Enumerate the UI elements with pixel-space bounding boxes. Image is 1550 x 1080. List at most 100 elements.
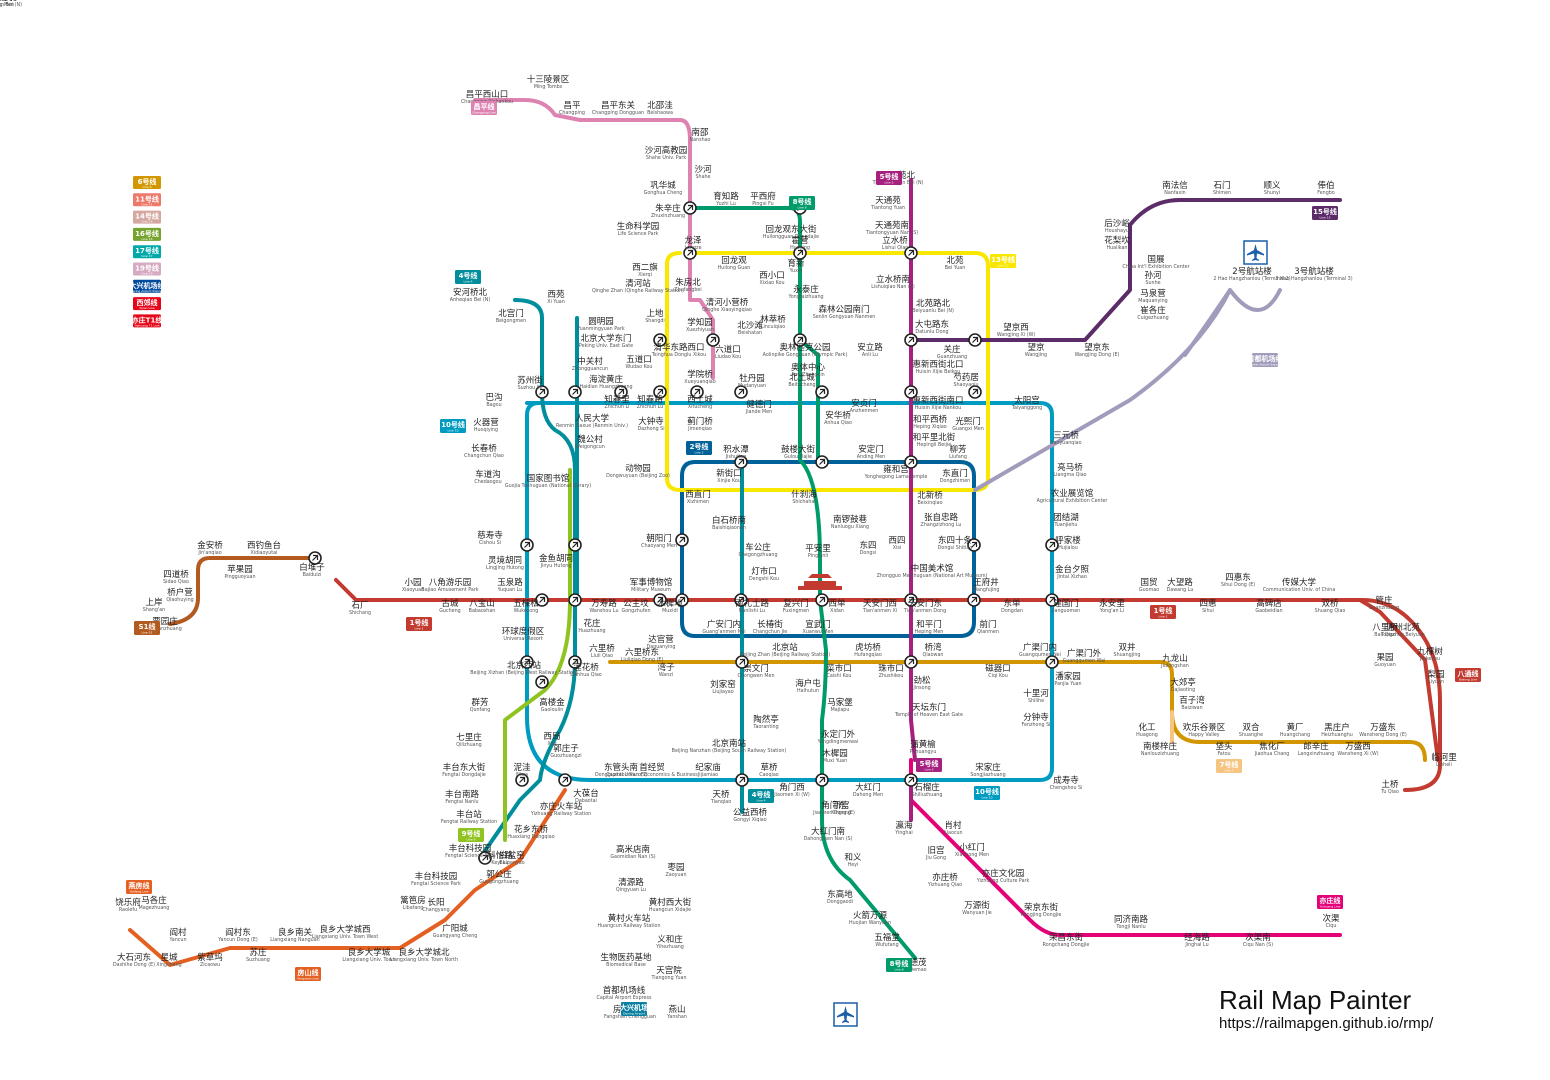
- station-label[interactable]: 郎辛庄Langxinzhuang: [1298, 741, 1335, 757]
- station-label[interactable]: 湾子Wanzi: [657, 662, 675, 678]
- station-label[interactable]: 东单Dongdan: [1001, 598, 1023, 614]
- station-label[interactable]: 双井Shuangjing: [1114, 642, 1141, 658]
- station-label[interactable]: 西钓鱼台Xidiaoyutai: [247, 540, 281, 556]
- station-label[interactable]: 太阳宫Taiyanggong: [1011, 395, 1042, 411]
- station-label[interactable]: 五道口Wudao Kou: [626, 354, 653, 370]
- station-label[interactable]: 巩华城Gonghua Cheng: [644, 180, 683, 196]
- station-label[interactable]: 角门西Jiaomen Xi (W): [773, 782, 810, 798]
- station-label[interactable]: 安河桥北Anheqiao Bei (N): [450, 287, 491, 303]
- station-label[interactable]: 菜市口Caishi Kou: [826, 663, 852, 679]
- station-label[interactable]: 亮马桥Liangma Qiao: [1053, 462, 1086, 478]
- station-label[interactable]: 北土城Beitucheng: [788, 372, 815, 388]
- station-label[interactable]: 九龙山Jiulongshan: [1160, 653, 1189, 669]
- station-label[interactable]: 王府井Wangfujing: [973, 577, 1000, 593]
- station-label[interactable]: 欢乐谷景区Happy Valley: [1183, 722, 1226, 738]
- station-label[interactable]: 东管头南Dongguantou Nan (S): [595, 762, 647, 778]
- station-label[interactable]: 金鱼胡同Jinyu Hutong: [539, 553, 573, 569]
- station-label[interactable]: 孙河Sunhe: [1144, 270, 1162, 286]
- station-label[interactable]: 北苑路北Beiyuanlu Bei (N): [912, 298, 954, 314]
- station-label[interactable]: 北邵洼Beishaowa: [647, 100, 673, 116]
- station-label[interactable]: 中关村Zhongguancun: [572, 356, 608, 372]
- station-label[interactable]: 临河里Linheli: [1431, 752, 1457, 768]
- station-label[interactable]: 亦庄文化园Yizhuang Culture Park: [976, 868, 1030, 884]
- station-label[interactable]: 高米店南Gaomidian Nan (S): [610, 844, 655, 860]
- station-label[interactable]: 篱笆房Libafang: [400, 895, 426, 911]
- station-label[interactable]: 蓟门桥Jimenqiao: [687, 416, 713, 432]
- station-label[interactable]: 北京站Beijing Zhan (Beijing Railway Station…: [740, 642, 831, 658]
- station-label[interactable]: 黄村火车站Huangcun Railway Station: [597, 913, 660, 929]
- station-label[interactable]: 东四Dongsi: [859, 540, 876, 556]
- station-label[interactable]: 西苑Xi Yuan: [547, 289, 565, 305]
- station-label[interactable]: 荣京东街Rongjing Dongjie: [1021, 902, 1062, 918]
- station-label[interactable]: 花庄Huazhuang: [578, 618, 605, 634]
- station-label[interactable]: 国贸Guomao: [1139, 577, 1159, 593]
- station-label[interactable]: 金台夕照Jintai Xizhao: [1055, 564, 1090, 580]
- station-label[interactable]: 永定门外Yongdingmenwai: [817, 729, 859, 745]
- station-label[interactable]: 黄厂Huangchang: [1280, 722, 1310, 738]
- station-label[interactable]: 天通苑南Tiantongyuan Nan (S): [865, 220, 918, 236]
- station-label[interactable]: 和平里北街Hepingli Beijie: [913, 432, 956, 448]
- station-label[interactable]: 复兴门Fuxingmen: [783, 598, 809, 614]
- station-label[interactable]: 白盆窑Baipenyao: [499, 850, 525, 866]
- station-label[interactable]: 大红门南Dahongmen Nan (S): [804, 826, 853, 842]
- station-label[interactable]: 通州北苑Tongzhou Beiyuan: [1380, 622, 1425, 638]
- station-label[interactable]: 九棵树Jiukeshu: [1417, 646, 1443, 662]
- station-label[interactable]: 金安桥Jin'anqiao: [197, 540, 223, 556]
- station-label[interactable]: 大葆台Dabaotai: [573, 788, 599, 804]
- station-label[interactable]: 同济南路Tongji Nanlu: [1114, 914, 1149, 930]
- station-label[interactable]: 回龙观Huilong Guan: [718, 255, 751, 271]
- station-label[interactable]: 安华桥Anhua Qiao: [824, 410, 852, 426]
- station-label[interactable]: 团结湖Tuanjiehu: [1053, 512, 1079, 528]
- station-label[interactable]: 大红门Dahong Men: [853, 782, 883, 798]
- station-label[interactable]: 双桥Shuang Qiao: [1315, 598, 1346, 614]
- station-label[interactable]: 人民大学Renmin Daxue (Renmin Univ.): [556, 413, 628, 429]
- station-label[interactable]: 公主坟Gongzhufen: [621, 598, 650, 614]
- station-label[interactable]: 天通苑Tiantong Yuan: [870, 195, 905, 211]
- station-label[interactable]: 国展China Int'l Exhibition Center: [1122, 255, 1189, 270]
- station-label[interactable]: 四道桥Sidao Qiao: [163, 569, 189, 585]
- station-label[interactable]: 奥体中心Aoti Zhongxin: [791, 362, 826, 378]
- station-label[interactable]: 张自忠路Zhangzizhong Lu: [921, 512, 962, 528]
- station-label[interactable]: 东四十条Dongsi Shitiao: [938, 535, 973, 551]
- station-label[interactable]: 龙泽Longze: [684, 235, 702, 251]
- station-label[interactable]: 白堆子Baiduizi: [299, 562, 325, 578]
- station-label[interactable]: 雍和宫Yonghegong Lama Temple: [864, 464, 928, 480]
- station-label[interactable]: 丰台科技园Fengtai Science Park: [411, 871, 461, 887]
- station-label[interactable]: 西直门Xizhimen: [685, 489, 711, 505]
- station-label[interactable]: 南邵Nanshao: [690, 127, 711, 143]
- station-label[interactable]: 天安门西Tian'anmen Xi: [862, 598, 897, 614]
- station-label[interactable]: 花乡东桥Huaxiang Dongqiao: [507, 824, 554, 840]
- station-label[interactable]: 劲松Jinsong: [912, 675, 931, 691]
- station-label[interactable]: 昌平Changping: [559, 101, 585, 116]
- station-label[interactable]: 宋家庄Songjiazhuang: [970, 762, 1005, 778]
- station-label[interactable]: 国家图书馆Guojia Tushuguan (National Library): [505, 473, 591, 489]
- station-label[interactable]: 高碑店Gaobeidian: [1255, 598, 1282, 614]
- station-label[interactable]: 望京Wangjing: [1025, 342, 1047, 358]
- station-label[interactable]: 广渠门内Guangqumen Nei: [1019, 642, 1061, 658]
- station-label[interactable]: 德茂Demao: [909, 957, 927, 973]
- station-label[interactable]: 栗园庄Liyuanzhuang: [148, 616, 182, 632]
- station-label[interactable]: 枣园Zaoyuan: [665, 862, 686, 878]
- station-label[interactable]: 鼓楼大街Gulou Dajie: [781, 444, 816, 460]
- station-label[interactable]: 建国门Jianguomen: [1051, 598, 1080, 614]
- station-label[interactable]: 土桥Tu Qiao: [1380, 779, 1399, 795]
- station-label[interactable]: 梨园Liyuan: [1427, 669, 1444, 685]
- station-label[interactable]: 崔各庄Cuigezhuang: [1137, 305, 1168, 321]
- station-label[interactable]: 四惠Sihui: [1199, 598, 1216, 614]
- station-label[interactable]: 永泰庄Yongtaizhuang: [787, 284, 823, 300]
- station-label[interactable]: 广渠门外Guangqumen Wai: [1063, 648, 1106, 664]
- station-label[interactable]: 六里桥东Liuliqiao Dong (E): [621, 647, 664, 663]
- station-label[interactable]: 大望路Dawang Lu: [1167, 577, 1194, 593]
- station-label[interactable]: 海淀黄庄Haidian Huangzhuang: [579, 374, 632, 390]
- station-label[interactable]: 大石河东Dashihe Dong (E): [113, 952, 155, 968]
- station-label[interactable]: 石榴庄Shiliuzhuang: [912, 782, 943, 798]
- station-label[interactable]: 平西府Pingxi Fu: [750, 191, 776, 207]
- station-label[interactable]: 健德门Jiande Men: [745, 399, 772, 415]
- station-label[interactable]: 森林公园南门Senlin Gongyuan Nanmen: [813, 304, 876, 320]
- station-label[interactable]: 俸伯Fengbo: [1317, 180, 1335, 196]
- station-label[interactable]: 蒲黄榆Puhuangyu: [910, 739, 937, 755]
- station-label[interactable]: 果园Guoyuan: [1374, 653, 1396, 668]
- station-label[interactable]: 环球度假区Universal Resort: [502, 626, 545, 642]
- station-label[interactable]: 三元桥Sanyuanqiao: [1050, 430, 1081, 446]
- station-label[interactable]: 五福堂Wufutang: [874, 932, 900, 948]
